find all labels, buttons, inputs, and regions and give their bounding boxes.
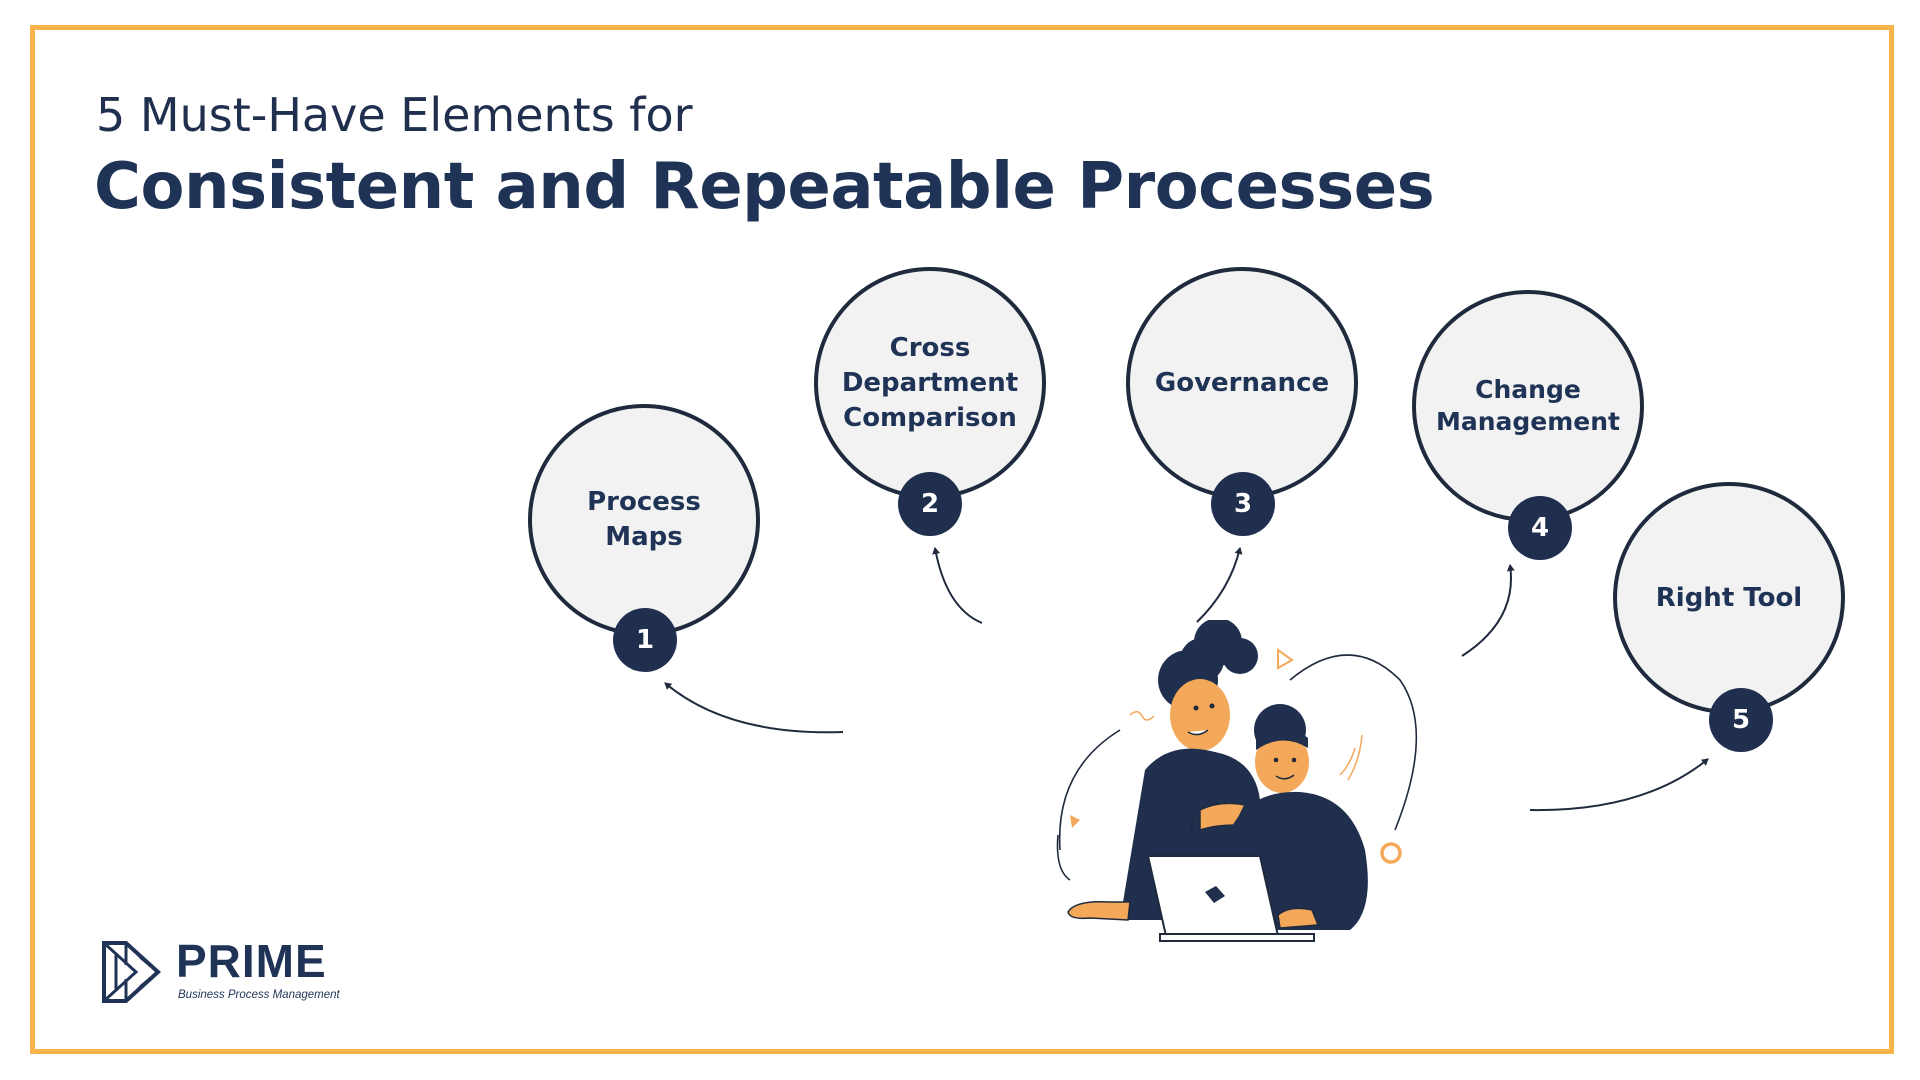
element-label-5: Right Tool: [1655, 582, 1803, 613]
logo-tagline: Business Process Management: [178, 989, 340, 1001]
prime-logo-mark-icon: [102, 941, 161, 1003]
prime-logo: PRIME Business Process Management: [96, 935, 356, 1015]
element-circle-3: Governance: [1126, 267, 1358, 499]
element-circle-4: Change Management: [1412, 290, 1644, 522]
element-circle-2: Cross Department Comparison: [814, 267, 1046, 499]
element-label-2: Cross Department Comparison: [841, 332, 1019, 433]
page-title: Consistent and Repeatable Processes: [94, 150, 1435, 224]
element-number-badge-1: 1: [613, 608, 677, 672]
orange-frame-border: [30, 25, 1894, 1054]
element-number-badge-4: 4: [1508, 496, 1572, 560]
element-label-3: Governance: [1154, 367, 1330, 398]
two-people-at-laptop-illustration: [1056, 620, 1418, 942]
element-label-1: Process Maps: [587, 487, 701, 552]
element-number-badge-5: 5: [1709, 688, 1773, 752]
page-subtitle: 5 Must-Have Elements for: [96, 88, 693, 142]
element-label-4: Change Management: [1435, 375, 1621, 436]
logo-name: PRIME: [176, 935, 327, 987]
element-number-badge-2: 2: [898, 472, 962, 536]
element-circle-5: Right Tool: [1613, 482, 1845, 714]
element-circle-1: Process Maps: [528, 404, 760, 636]
element-number-badge-3: 3: [1211, 472, 1275, 536]
